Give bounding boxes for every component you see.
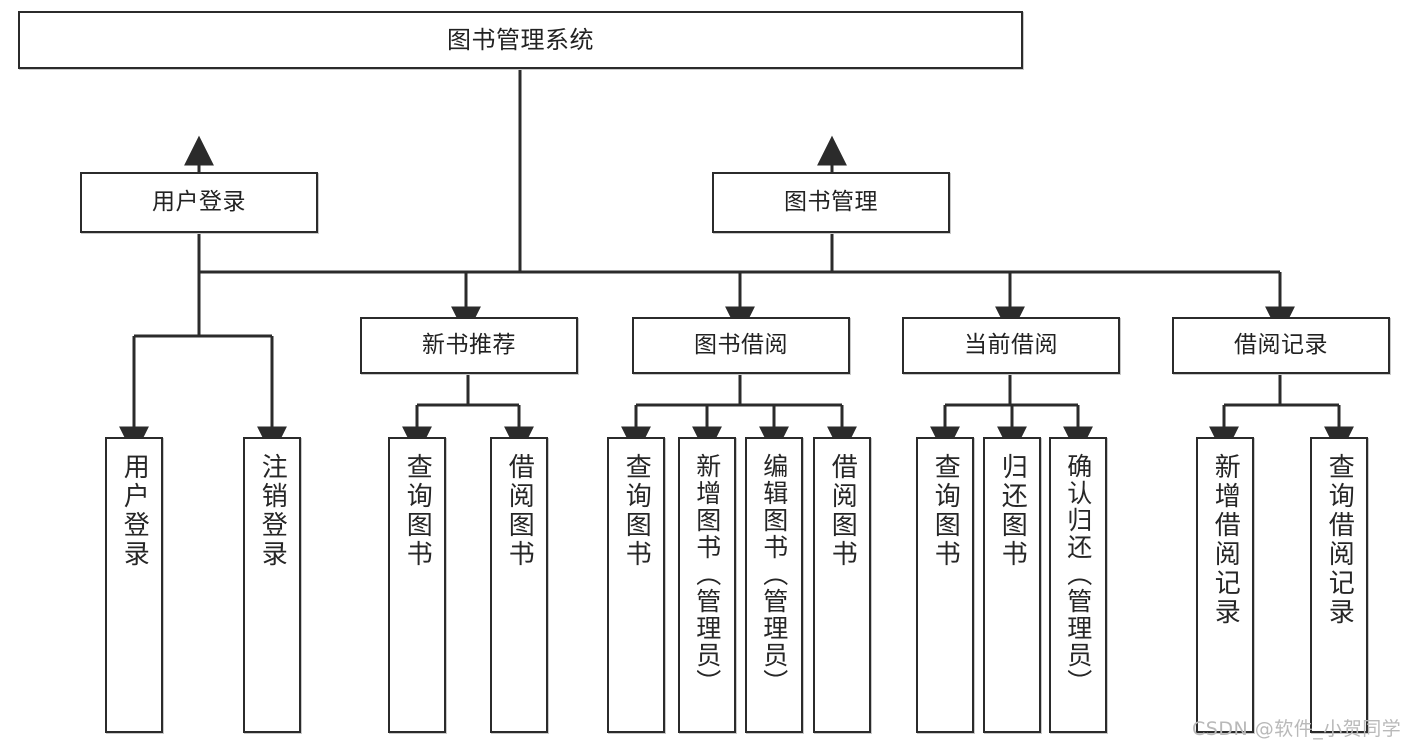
node-leaf-query-book-current[interactable]: 查询图书 (916, 437, 974, 733)
node-label: 图书管理 (784, 189, 878, 216)
node-label: 新增图书（管理员） (692, 453, 722, 696)
node-user-login[interactable]: 用户登录 (80, 172, 318, 233)
node-label: 查询图书 (402, 453, 433, 569)
node-label: 图书管理系统 (447, 26, 594, 54)
node-label: 注销登录 (257, 453, 288, 569)
node-label: 查询图书 (621, 453, 652, 569)
node-leaf-borrow-book[interactable]: 借阅图书 (813, 437, 871, 733)
node-leaf-query-borrow-record[interactable]: 查询借阅记录 (1310, 437, 1368, 733)
node-new-book-recommend[interactable]: 新书推荐 (360, 317, 578, 374)
node-leaf-confirm-return-admin[interactable]: 确认归还（管理员） (1049, 437, 1107, 733)
node-leaf-logout-login[interactable]: 注销登录 (243, 437, 301, 733)
node-leaf-query-book-borrow[interactable]: 查询图书 (607, 437, 665, 733)
node-label: 查询借阅记录 (1324, 453, 1355, 627)
node-label: 图书借阅 (694, 332, 788, 359)
node-label: 新增借阅记录 (1210, 453, 1241, 627)
node-label: 借阅图书 (827, 453, 858, 569)
node-book-borrow[interactable]: 图书借阅 (632, 317, 850, 374)
node-borrow-record[interactable]: 借阅记录 (1172, 317, 1390, 374)
csdn-watermark: CSDN @软件_小贺同学 (1192, 718, 1402, 740)
node-leaf-borrow-book-recommend[interactable]: 借阅图书 (490, 437, 548, 733)
node-leaf-add-book-admin[interactable]: 新增图书（管理员） (678, 437, 736, 733)
node-current-borrow[interactable]: 当前借阅 (902, 317, 1120, 374)
node-label: 借阅图书 (504, 453, 535, 569)
node-label: 新书推荐 (422, 332, 516, 359)
node-label: 当前借阅 (964, 332, 1058, 359)
node-leaf-edit-book-admin[interactable]: 编辑图书（管理员） (745, 437, 803, 733)
node-label: 确认归还（管理员） (1063, 453, 1093, 696)
node-leaf-query-book-recommend[interactable]: 查询图书 (388, 437, 446, 733)
node-book-management[interactable]: 图书管理 (712, 172, 950, 233)
node-label: 用户登录 (152, 189, 246, 216)
node-leaf-return-book[interactable]: 归还图书 (983, 437, 1041, 733)
node-label: 查询图书 (930, 453, 961, 569)
node-label: 借阅记录 (1234, 332, 1328, 359)
node-leaf-user-login[interactable]: 用户登录 (105, 437, 163, 733)
node-label: 用户登录 (119, 453, 150, 569)
node-label: 归还图书 (997, 453, 1028, 569)
node-leaf-add-borrow-record[interactable]: 新增借阅记录 (1196, 437, 1254, 733)
node-label: 编辑图书（管理员） (759, 453, 789, 696)
node-root-book-management-system[interactable]: 图书管理系统 (18, 11, 1023, 69)
